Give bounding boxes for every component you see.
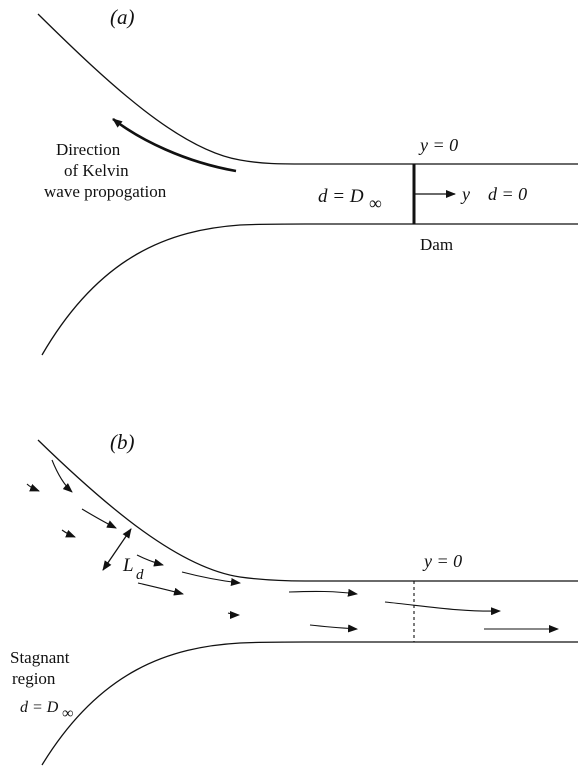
- flow-arrow-5: [136, 554, 164, 567]
- flow-arrow-8: [227, 610, 240, 619]
- panel-a: (a) y = 0 y d = 0 Dam d = D ∞ Direction …: [37, 5, 578, 356]
- channel-upper-wall-a: [37, 13, 578, 165]
- kelvin-note-line3: wave propogation: [44, 182, 167, 201]
- flow-arrow-3: [61, 529, 76, 538]
- deformation-radius-arrow: [102, 528, 132, 571]
- deformation-radius-subscript: d: [136, 567, 144, 583]
- flow-arrow-10: [309, 624, 358, 633]
- depth-left-subscript-a: ∞: [369, 193, 382, 213]
- flow-arrow-4: [81, 508, 117, 529]
- flow-arrow-1: [26, 483, 40, 492]
- flow-arrow-2: [51, 459, 73, 493]
- panel-b: (b) y = 0 L d Stagnant region d = D ∞: [10, 430, 578, 766]
- flow-arrow-9: [288, 588, 358, 597]
- stagnant-label-line1: Stagnant: [10, 648, 70, 667]
- depth-right-label: d = 0: [488, 184, 527, 204]
- stagnant-label-line2: region: [12, 669, 56, 688]
- panel-a-tag: (a): [110, 5, 135, 29]
- kelvin-wave-arrow: [112, 117, 237, 173]
- kelvin-note-line2: of Kelvin: [64, 161, 129, 180]
- y-axis-label: y: [460, 184, 470, 204]
- y-zero-label-b: y = 0: [422, 551, 462, 571]
- kelvin-note-line1: Direction: [56, 140, 121, 159]
- depth-subscript-b: ∞: [62, 705, 73, 722]
- panel-b-tag: (b): [110, 430, 135, 454]
- depth-label-b: d = D: [20, 699, 59, 716]
- y-zero-label-a: y = 0: [418, 135, 458, 155]
- dam-label: Dam: [420, 235, 453, 254]
- deformation-radius-label: L: [122, 555, 134, 576]
- depth-left-label-a: d = D: [318, 186, 364, 207]
- channel-upper-wall-b: [37, 439, 578, 582]
- channel-lower-wall-b: [41, 641, 578, 766]
- channel-lower-wall-a: [41, 223, 578, 356]
- flow-arrow-11: [384, 601, 501, 616]
- flow-arrow-7: [137, 582, 184, 596]
- flow-arrow-6: [181, 571, 241, 586]
